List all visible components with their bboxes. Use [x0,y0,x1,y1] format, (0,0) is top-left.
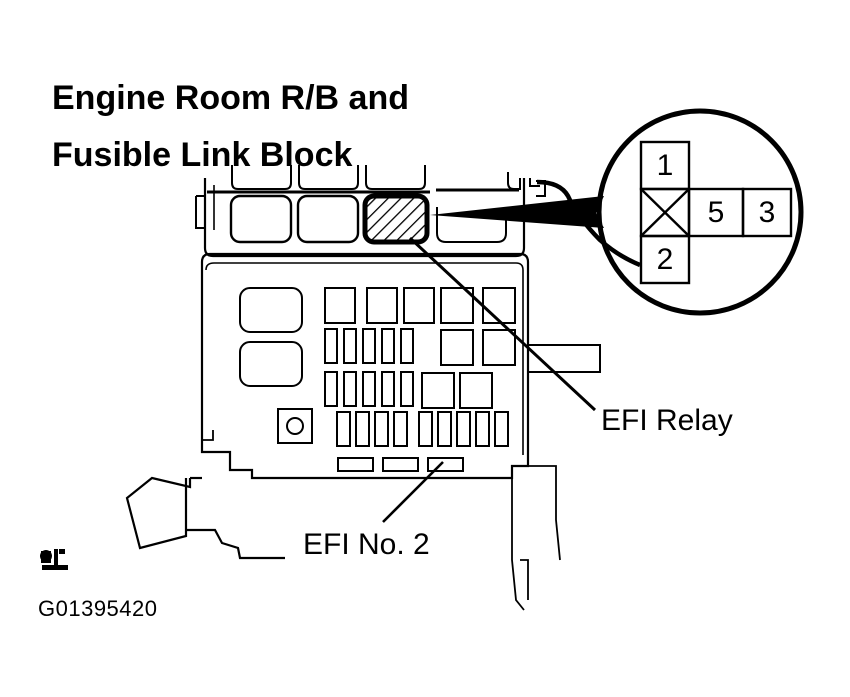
mount-hole [277,408,313,444]
right-bracket-tab [528,344,601,373]
cell-label-2: 2 [657,243,674,276]
detail-arrow [430,196,604,228]
figure-id-code: G01395420 [38,596,158,621]
cell-label-1: 1 [657,149,674,182]
large-fuse-slots [239,287,303,387]
relay-slot-row [229,194,507,244]
wide-fuses [337,457,464,472]
cell-label-3: 3 [759,196,776,229]
detail-cell-numbers: 1 2 5 3 [657,149,776,276]
book-pointer-icon [40,549,68,570]
detail-circle [596,108,804,316]
detail-terminal-cells [639,140,793,285]
relay-slot [229,194,293,244]
terminal-cell-3 [741,187,793,238]
efi-relay-label: EFI Relay [601,404,733,437]
cell-label-5: 5 [708,196,725,229]
figure-title: Engine Room R/B and Fusible Link Block [52,70,522,184]
relay-slot-partial [436,207,507,243]
efi-no2-fuse [427,457,464,472]
title-line-1: Engine Room R/B and [52,79,409,117]
slim-fuses [324,328,509,447]
efi-relay-slot[interactable] [362,193,430,245]
relay-slot [296,194,360,244]
fuse-box-top-edge [207,188,519,194]
lower-left-bracket [125,476,285,560]
efi-no2-label: EFI No. 2 [303,528,430,561]
efi-relay-leader [408,236,597,412]
title-line-2: Fusible Link Block [52,136,353,174]
fuse-box-body [200,178,530,480]
x-cross-icon [640,188,690,237]
top-cut-slots [231,165,520,190]
square-fuses [324,287,516,409]
left-top-tab [195,185,215,230]
terminal-cell-2 [639,234,691,285]
leader-lines [382,236,597,523]
efi-no2-leader [382,461,444,523]
